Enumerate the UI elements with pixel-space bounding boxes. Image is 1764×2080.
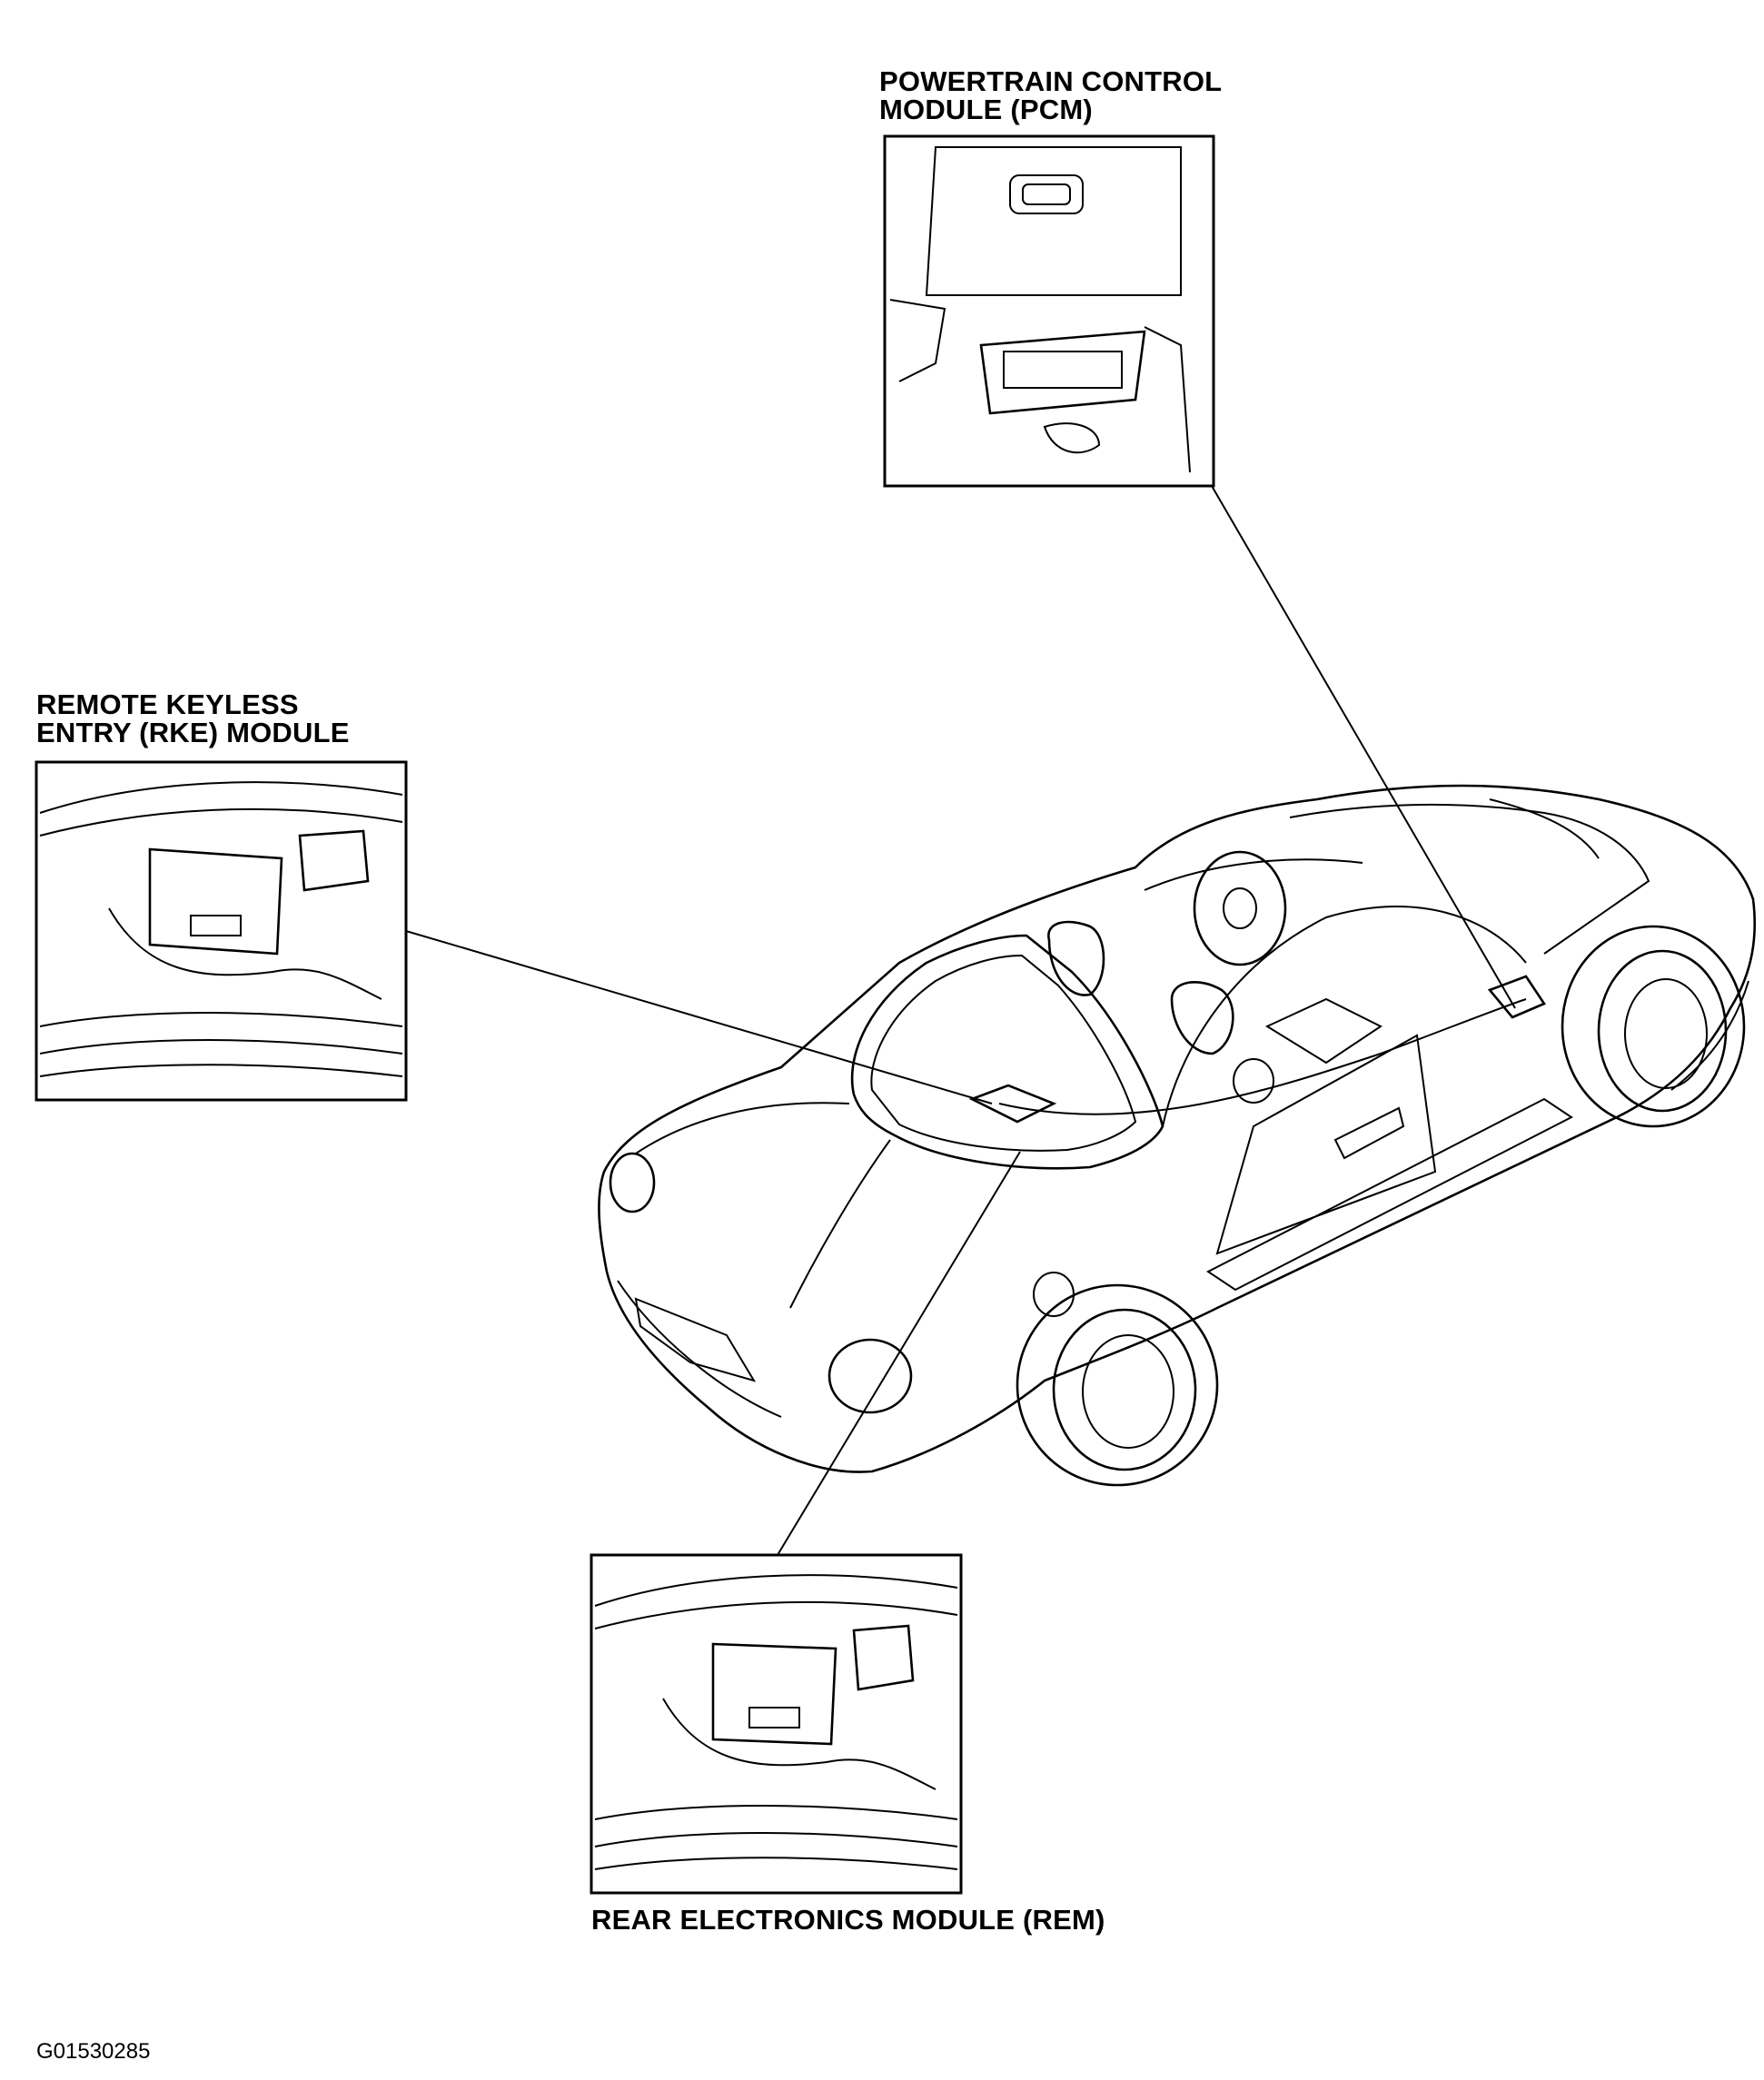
rem-label: REAR ELECTRONICS MODULE (REM) [591, 1906, 1105, 1934]
rem-inset-floor-b [594, 1832, 958, 1847]
rem-inset-arch-outer [594, 1574, 958, 1607]
gear-shifter [1233, 1058, 1274, 1104]
rem-inset [590, 1553, 963, 1895]
front-wheel-rim [1082, 1334, 1174, 1449]
pcm-module-top [1003, 351, 1123, 389]
rke-leader-line [405, 930, 993, 1104]
rem-aux-module [852, 1624, 915, 1691]
vehicle-rear-deck [1289, 803, 1650, 955]
rke-inset-arch-inner [39, 807, 403, 837]
left-headlight [609, 1152, 656, 1213]
pcm-inset-frame [883, 134, 1215, 488]
rke-inset-frame [35, 760, 408, 1102]
front-bumper-line [617, 1280, 782, 1418]
rem-module-body [711, 1642, 837, 1746]
pcm-inset-detail-a [889, 299, 946, 382]
vehicle-drawing [598, 784, 1757, 1487]
pcm-inset-detail-c [1043, 422, 1101, 454]
rke-aux-module [298, 829, 370, 892]
rem-inset-arch-inner [594, 1600, 958, 1629]
rke-wires [108, 907, 382, 1000]
rke-inset [35, 760, 408, 1102]
door-outline [1215, 1034, 1437, 1255]
pcm-label-line2: MODULE (PCM) [879, 94, 1093, 125]
front-wheel-arch [1016, 1283, 1219, 1487]
wiring-harness [998, 998, 1527, 1115]
steering-wheel-hub [1223, 887, 1257, 929]
pcm-glovebox-latch-inner [1022, 183, 1071, 205]
rem-wires [662, 1698, 937, 1790]
pcm-label: POWERTRAIN CONTROL MODULE (PCM) [879, 67, 1222, 124]
rke-inset-floor-c [39, 1064, 403, 1077]
rke-inset-floor-b [39, 1039, 403, 1055]
pcm-leader-line [1211, 485, 1516, 1009]
vehicle-grille [634, 1297, 757, 1382]
side-sill [1206, 1097, 1573, 1292]
rke-label-line1: REMOTE KEYLESS [36, 688, 299, 720]
pcm-inset [883, 134, 1215, 488]
windshield-frame [850, 934, 1164, 1170]
steering-wheel [1193, 850, 1287, 966]
pcm-glovebox-latch [1009, 174, 1084, 214]
passenger-seat-headrest [1170, 981, 1234, 1055]
dashboard-line [1144, 858, 1363, 891]
vehicle-body-outline [598, 784, 1757, 1473]
cockpit-edge [1162, 906, 1527, 1127]
figure-code: G01530285 [36, 2039, 151, 2064]
rem-label-text: REAR ELECTRONICS MODULE (REM) [591, 1904, 1105, 1936]
rear-wheel-rim [1624, 978, 1708, 1089]
rem-leader-line [777, 1151, 1021, 1556]
pcm-location-mark [1487, 975, 1546, 1019]
rke-inset-arch-outer [39, 781, 403, 814]
rke-module-label [190, 915, 242, 936]
rem-module-label [748, 1707, 800, 1728]
leader-lines [405, 485, 1516, 1556]
rke-module-body [148, 847, 283, 956]
center-console [1264, 997, 1382, 1065]
pcm-glovebox-door [925, 146, 1182, 296]
driver-seat-headrest [1047, 920, 1105, 996]
rem-location-mark [968, 1084, 1057, 1124]
windshield-inner [870, 954, 1137, 1152]
door-handle [1333, 1106, 1405, 1160]
rem-inset-floor-c [594, 1857, 958, 1870]
vehicle-hood-line [635, 1102, 850, 1154]
vehicle-hood-crease [789, 1139, 891, 1309]
pcm-inset-detail-b [1144, 326, 1191, 473]
right-headlight [827, 1338, 913, 1414]
rem-inset-floor-a [594, 1805, 958, 1820]
rke-label-line2: ENTRY (RKE) MODULE [36, 717, 350, 748]
vehicle-trunk-line [1489, 798, 1600, 859]
rke-label: REMOTE KEYLESS ENTRY (RKE) MODULE [36, 690, 350, 747]
front-wheel [1052, 1308, 1197, 1471]
pcm-label-line1: POWERTRAIN CONTROL [879, 65, 1223, 97]
rear-bumper-line [1670, 980, 1749, 1091]
rem-inset-frame [590, 1553, 963, 1895]
rke-inset-floor-a [39, 1012, 403, 1027]
rear-wheel-arch [1561, 925, 1746, 1128]
pcm-module-body [979, 330, 1146, 415]
